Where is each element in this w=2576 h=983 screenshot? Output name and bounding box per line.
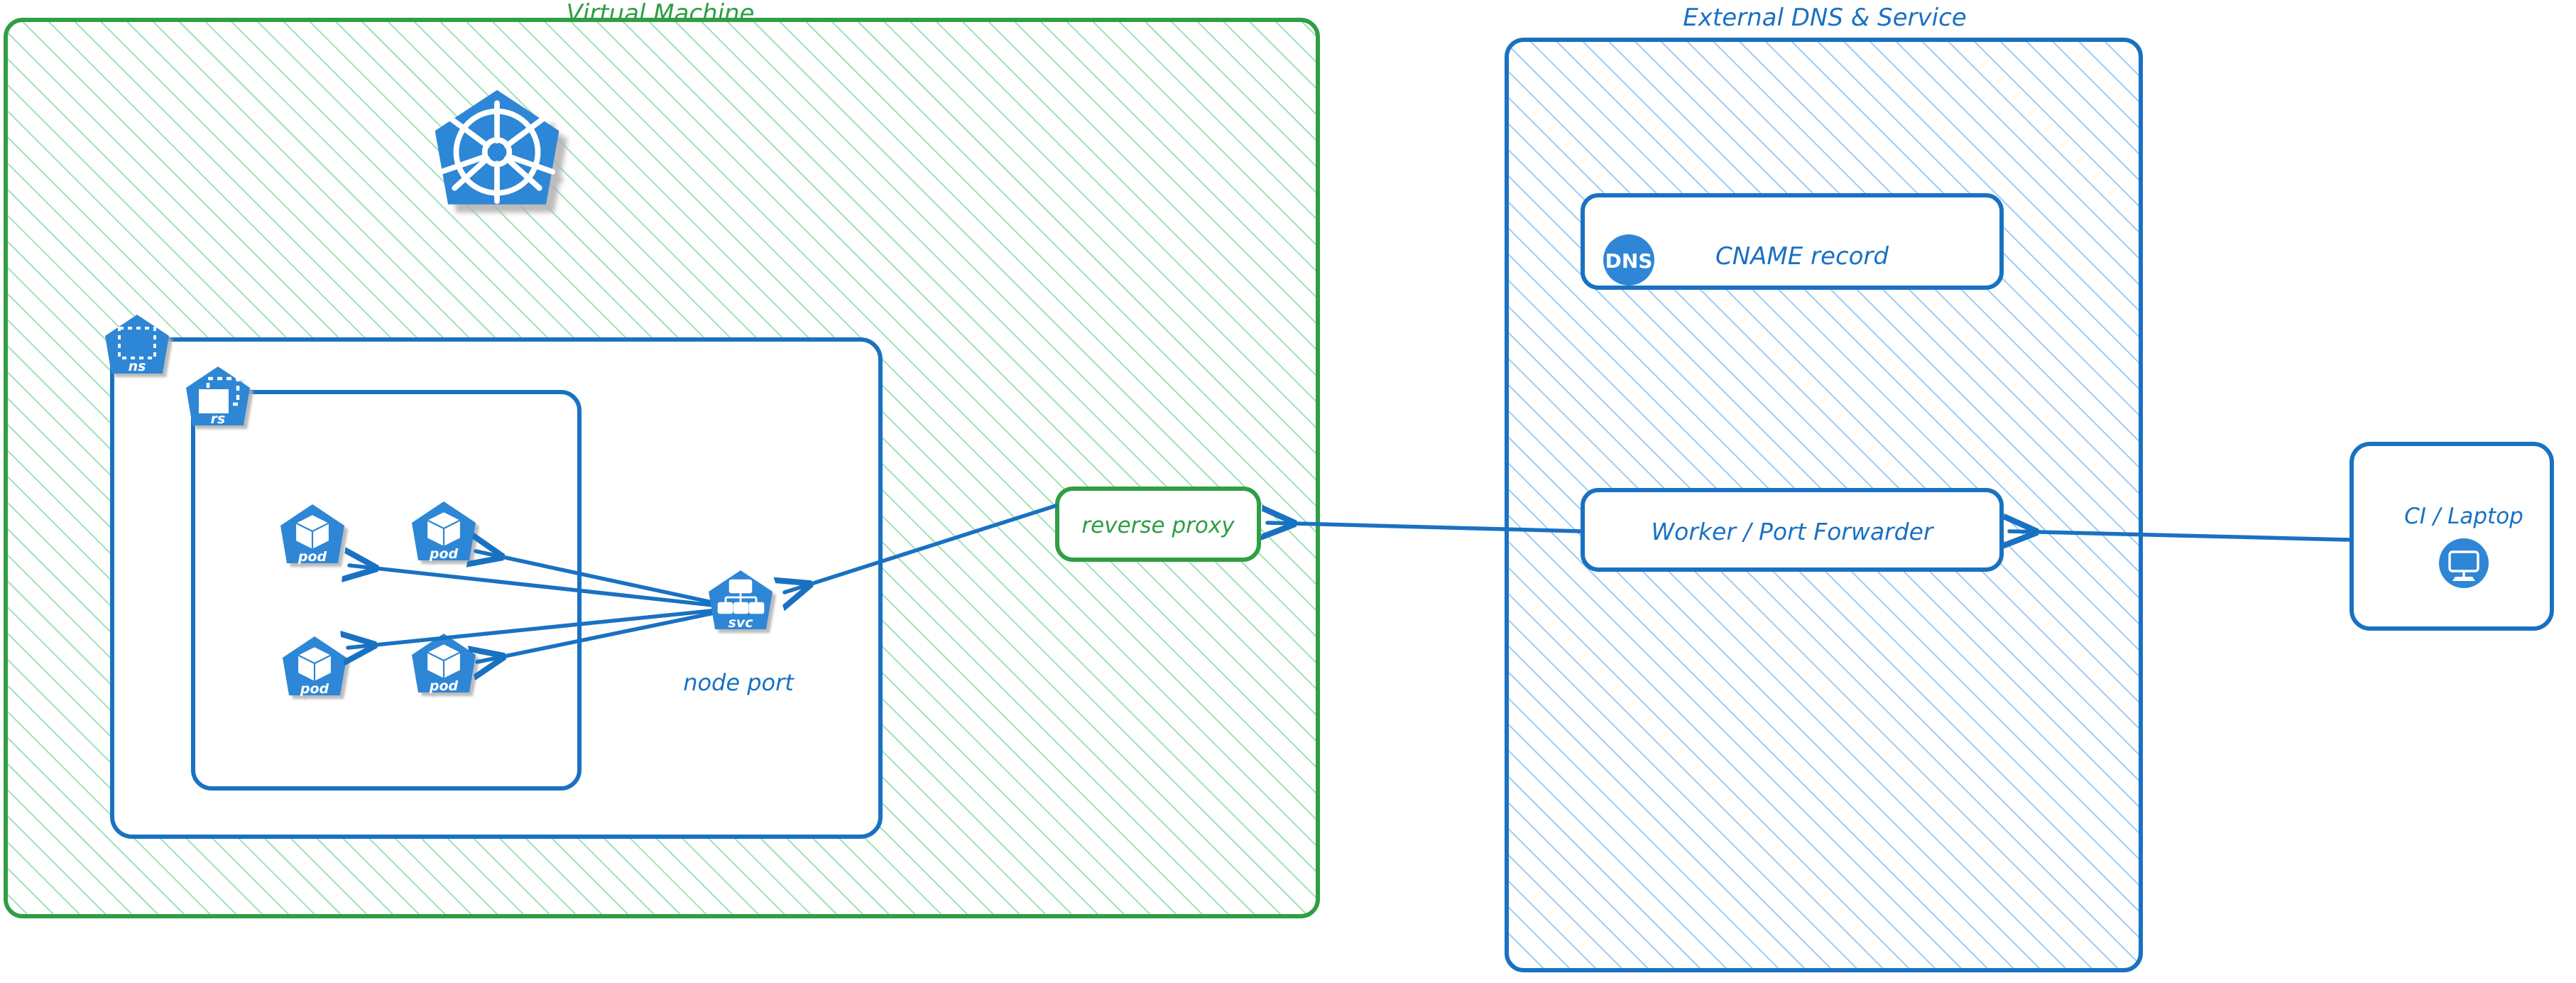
node-port-label: node port bbox=[683, 669, 795, 696]
pod-icon-2: pod bbox=[412, 501, 476, 562]
worker-port-forwarder-frame bbox=[1581, 488, 2004, 572]
cname-record-label: CNAME record bbox=[1715, 242, 1889, 271]
cname-record-card[interactable]: DNS CNAME record bbox=[1581, 193, 2004, 290]
cname-record-frame bbox=[1581, 193, 2004, 290]
pod-icon-4: pod bbox=[412, 634, 476, 694]
monitor-icon bbox=[2439, 538, 2489, 588]
kubernetes-logo bbox=[435, 89, 560, 205]
external-dns-service-title: External DNS & Service bbox=[1683, 4, 1966, 32]
arrow-ci-laptop-to-worker bbox=[2009, 531, 2352, 540]
ci-laptop-box[interactable]: CI / Laptop bbox=[2349, 442, 2554, 631]
worker-port-forwarder-box[interactable]: Worker / Port Forwarder bbox=[1581, 488, 2004, 572]
reverse-proxy-frame bbox=[1055, 487, 1261, 562]
arrow-svc-to-pod2 bbox=[476, 551, 741, 610]
pod-icon-2-label: pod bbox=[429, 546, 459, 562]
pod-icon-4-label: pod bbox=[429, 678, 459, 694]
arrow-svc-to-pod4 bbox=[477, 606, 741, 662]
container-external-dns-service: External DNS & Service bbox=[1505, 4, 2143, 972]
replicaset-icon-label: rs bbox=[211, 411, 226, 427]
replicaset-boundary bbox=[191, 390, 582, 791]
pod-icon-3: pod bbox=[283, 636, 346, 697]
service-icon: svc bbox=[709, 570, 773, 631]
arrow-worker-to-reverse-proxy bbox=[1267, 523, 1583, 531]
ci-laptop-frame bbox=[2349, 442, 2554, 631]
service-to-pod-arrows bbox=[348, 551, 741, 662]
dns-badge-circle bbox=[1603, 234, 1654, 286]
replicaset-icon: rs bbox=[186, 366, 250, 427]
reverse-proxy-box[interactable]: reverse proxy bbox=[1055, 487, 1261, 562]
arrow-svc-to-pod1 bbox=[349, 565, 741, 610]
ci-laptop-label: CI / Laptop bbox=[2404, 504, 2523, 529]
pod-icon-1: pod bbox=[280, 504, 344, 565]
namespace-icon-label: ns bbox=[129, 359, 146, 374]
reverse-proxy-label: reverse proxy bbox=[1081, 513, 1235, 538]
worker-port-forwarder-label: Worker / Port Forwarder bbox=[1652, 518, 1935, 545]
pod-icon-3-label: pod bbox=[300, 681, 329, 697]
pod-icon-1-label: pod bbox=[298, 549, 327, 565]
virtual-machine-title: Virtual Machine bbox=[567, 0, 755, 28]
arrow-svc-to-pod3 bbox=[348, 606, 741, 648]
dns-badge-label: DNS bbox=[1605, 249, 1653, 273]
namespace-icon: ns bbox=[105, 315, 169, 374]
arrow-reverse-proxy-to-svc bbox=[785, 504, 1058, 592]
service-icon-label: svc bbox=[728, 615, 754, 631]
